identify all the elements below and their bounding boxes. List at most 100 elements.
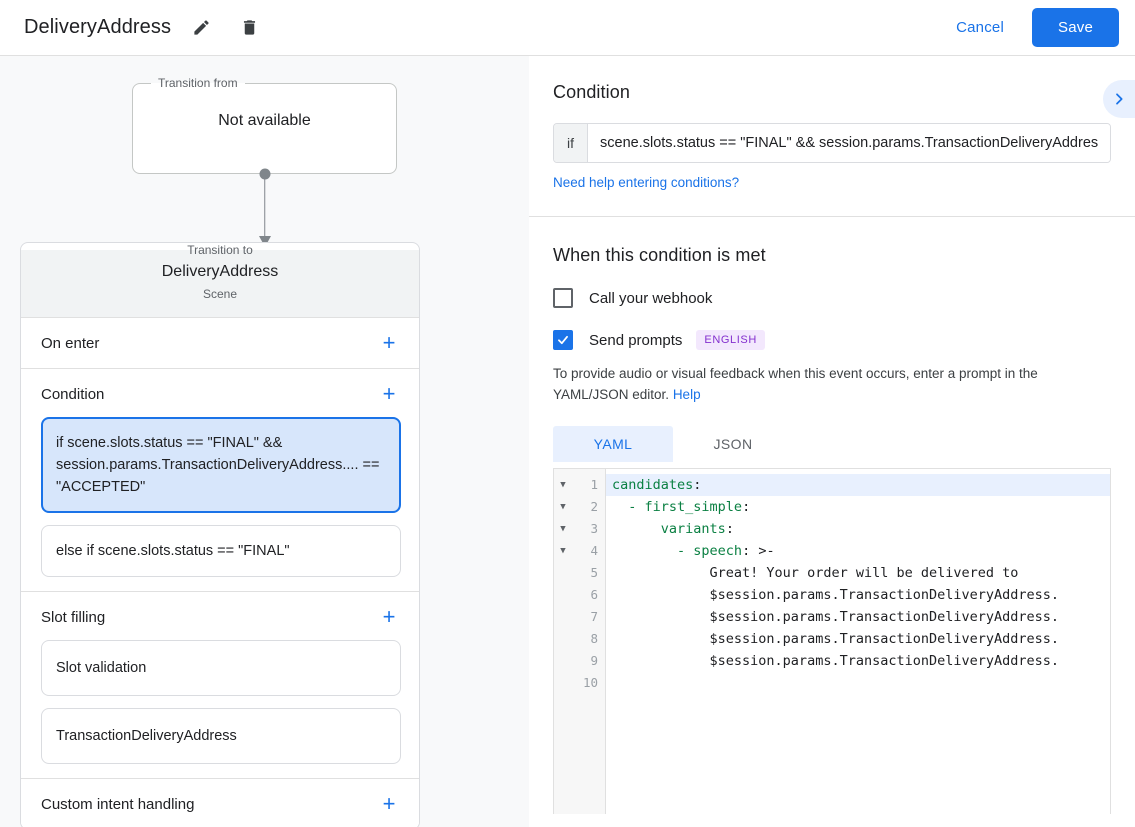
add-slot-filling-icon[interactable]: + (382, 604, 396, 630)
send-prompts-row: Send prompts ENGLISH (553, 330, 1111, 350)
connector-line (263, 174, 266, 240)
condition-block: Condition if Need help entering conditio… (529, 56, 1135, 217)
line-number: 6 (590, 587, 598, 603)
left-panel: Transition from Not available Transition… (0, 56, 529, 827)
condition-heading: Condition (553, 82, 630, 102)
section-header: Custom intent handling + (41, 793, 401, 815)
transition-to-subtitle: Scene (202, 287, 238, 301)
gutter-line: 8 (554, 628, 605, 650)
condition-input-group: if (553, 123, 1111, 163)
slot-validation-item[interactable]: Slot validation (41, 640, 401, 697)
condition-help-link[interactable]: Need help entering conditions? (553, 175, 740, 190)
section-header: On enter + (41, 332, 401, 354)
code-line[interactable]: $session.params.TransactionDeliveryAddre… (612, 630, 1060, 647)
section-header: Condition + (41, 383, 401, 405)
prompts-help-link[interactable]: Help (672, 386, 701, 402)
right-panel: Condition if Need help entering conditio… (529, 56, 1135, 827)
code-line[interactable]: $session.params.TransactionDeliveryAddre… (612, 652, 1060, 669)
section-title-on-enter: On enter (41, 334, 100, 352)
slot-item[interactable]: TransactionDeliveryAddress (41, 708, 401, 765)
add-on-enter-icon[interactable]: + (382, 330, 396, 355)
transition-from-legend: Transition from (158, 76, 238, 90)
line-number: 3 (590, 521, 598, 537)
gutter-line: 6 (554, 584, 605, 606)
section-title-slot-filling: Slot filling (41, 608, 106, 626)
webhook-row: Call your webhook (553, 288, 1111, 308)
transition-to-legend: Transition to (187, 243, 253, 257)
code-line[interactable] (606, 672, 1110, 694)
scene-card: Transition to DeliveryAddress Scene On e… (20, 242, 420, 827)
code-line[interactable]: Great! Your order will be delivered to (612, 564, 1019, 581)
page-title: DeliveryAddress (24, 16, 172, 38)
line-number: 1 (590, 477, 598, 493)
line-number: 4 (590, 543, 598, 559)
when-condition-met-block: When this condition is met Call your web… (529, 217, 1135, 827)
transition-flow: Transition from Not available (0, 56, 529, 258)
call-webhook-checkbox[interactable] (553, 288, 573, 308)
line-number: 2 (590, 499, 598, 515)
gutter-line: ▼2 (554, 496, 605, 518)
gutter-line: ▼1 (554, 474, 605, 496)
transition-from-value: Not available (218, 112, 311, 129)
condition-input[interactable] (588, 124, 1110, 162)
code-line[interactable]: - speech: >- (677, 542, 775, 559)
line-number: 9 (590, 653, 598, 669)
prompts-description-text: To provide audio or visual feedback when… (553, 366, 1038, 402)
code-key: variants (660, 520, 726, 537)
save-button[interactable]: Save (1032, 8, 1119, 47)
top-bar-actions: Cancel Save (940, 8, 1119, 47)
fold-arrow-icon[interactable]: ▼ (560, 523, 566, 534)
condition-item-selected[interactable]: if scene.slots.status == "FINAL" && sess… (41, 417, 401, 514)
code-line[interactable]: $session.params.TransactionDeliveryAddre… (612, 608, 1060, 625)
line-number: 7 (590, 609, 598, 625)
section-custom-intent-handling: Custom intent handling + (21, 778, 419, 827)
fold-arrow-icon[interactable]: ▼ (560, 501, 566, 512)
condition-item[interactable]: else if scene.slots.status == "FINAL" (41, 525, 401, 578)
section-header: Slot filling + (41, 606, 401, 628)
when-met-heading: When this condition is met (553, 245, 766, 265)
cancel-button[interactable]: Cancel (940, 10, 1020, 45)
trash-icon[interactable] (231, 10, 267, 46)
editor-code-area[interactable]: candidates: - first_simple: variants: - … (606, 469, 1110, 814)
flow-connector (0, 168, 529, 258)
pencil-icon[interactable] (183, 10, 219, 46)
tab-yaml[interactable]: YAML (553, 425, 673, 462)
editor-format-tabs: YAML JSON (553, 425, 1111, 462)
code-line[interactable]: $session.params.TransactionDeliveryAddre… (612, 586, 1060, 603)
top-bar: DeliveryAddress Cancel Save (0, 0, 1135, 56)
section-title-custom-intent: Custom intent handling (41, 795, 195, 813)
add-custom-intent-icon[interactable]: + (382, 791, 396, 817)
tab-json[interactable]: JSON (713, 435, 753, 452)
transition-to-value: DeliveryAddress (161, 263, 279, 280)
code-line[interactable]: candidates: (606, 473, 1110, 496)
fold-arrow-icon[interactable]: ▼ (560, 545, 566, 556)
fold-arrow-icon[interactable]: ▼ (560, 479, 566, 490)
line-number: 5 (590, 565, 598, 581)
line-number: 8 (590, 631, 598, 647)
language-badge: ENGLISH (696, 330, 765, 350)
code-line[interactable]: variants: (660, 520, 734, 537)
connector-arrow-icon (258, 236, 271, 247)
code-line[interactable]: - first_simple: (628, 498, 751, 515)
send-prompts-checkbox[interactable] (553, 330, 573, 350)
line-number: 10 (582, 675, 598, 691)
transition-from-node[interactable]: Transition from Not available (132, 76, 397, 174)
code-key: - speech (677, 542, 743, 559)
section-slot-filling: Slot filling + Slot validation Transacti… (21, 591, 419, 779)
section-title-condition: Condition (41, 385, 105, 403)
send-prompts-label: Send prompts (589, 331, 683, 349)
section-condition: Condition + if scene.slots.status == "FI… (21, 368, 419, 592)
gutter-line: ▼4 (554, 540, 605, 562)
prompts-description: To provide audio or visual feedback when… (553, 364, 1111, 406)
transition-to-node[interactable]: Transition to DeliveryAddress Scene (21, 243, 419, 317)
gutter-line: 9 (554, 650, 605, 672)
section-on-enter: On enter + (21, 317, 419, 368)
code-key: candidates (612, 476, 694, 493)
add-condition-icon[interactable]: + (382, 381, 396, 406)
code-key: - first_simple (628, 498, 743, 515)
gutter-line: 10 (554, 672, 605, 694)
chevron-right-icon[interactable] (1103, 80, 1135, 118)
gutter-line: ▼3 (554, 518, 605, 540)
